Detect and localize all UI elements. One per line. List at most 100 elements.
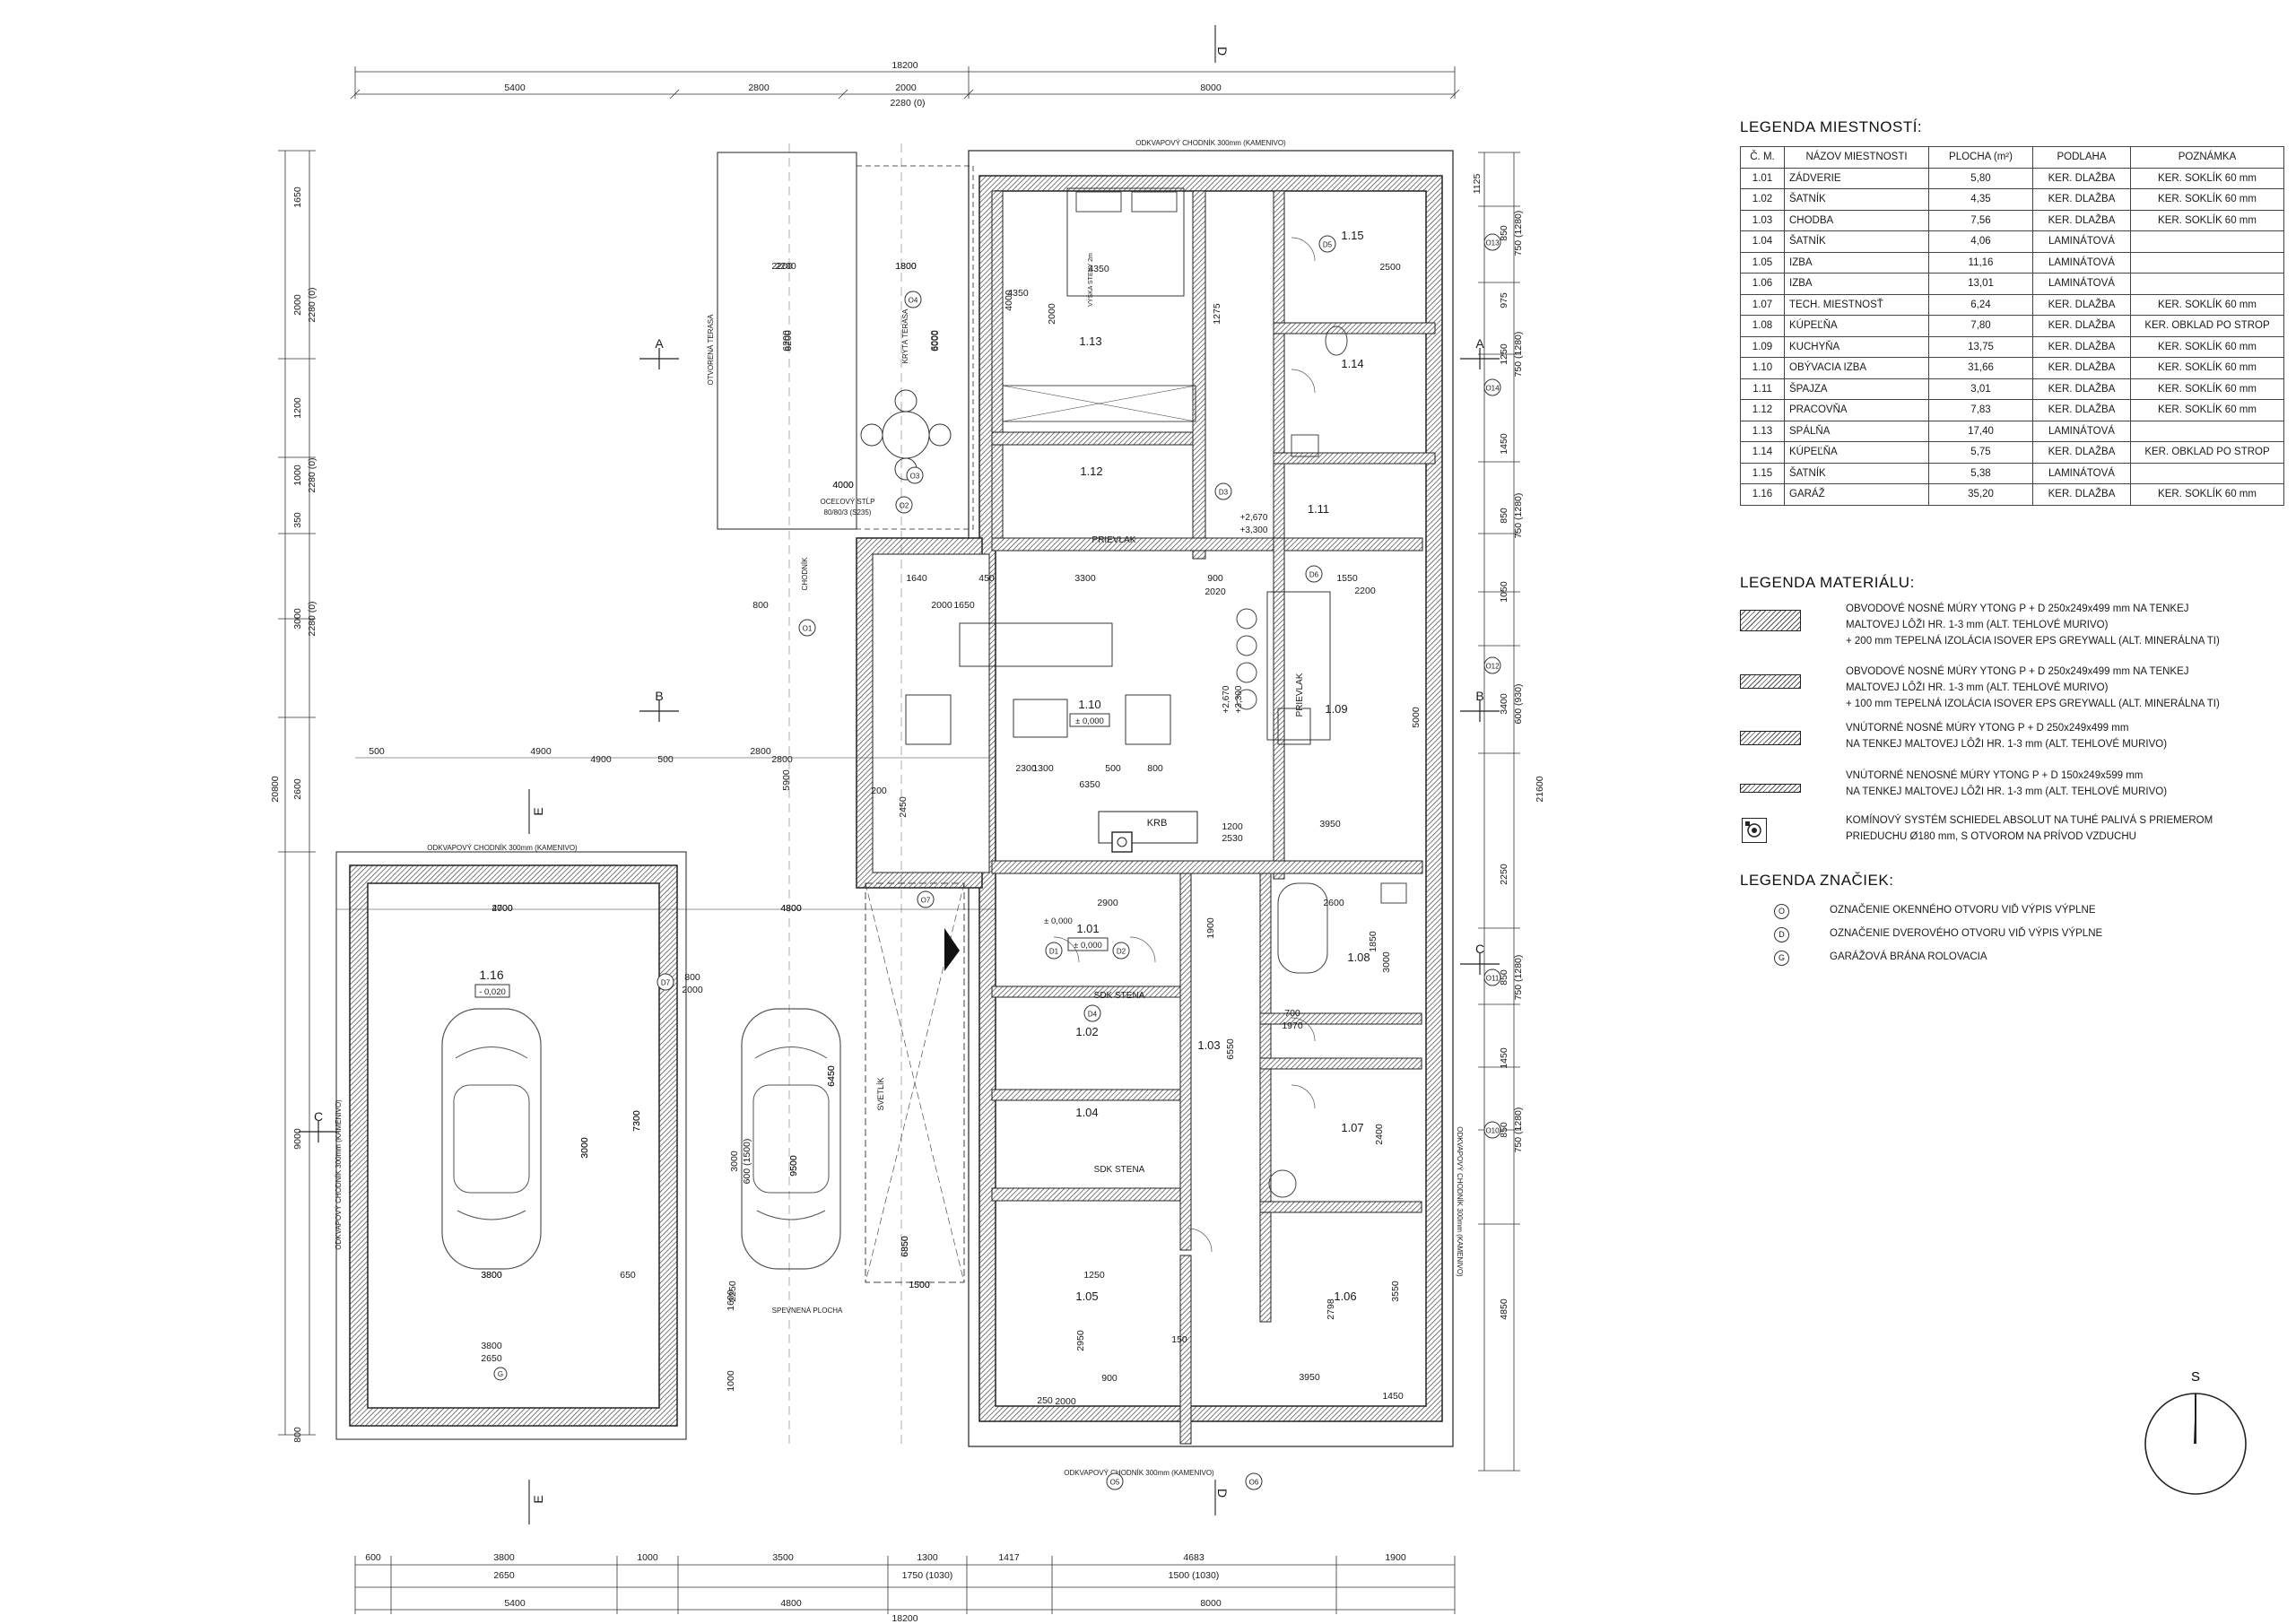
door-marker [657,973,674,991]
section-label: C [314,1109,323,1124]
dimension-text: 800 [752,600,769,611]
room-number: 1.01 [1076,922,1099,935]
door-marker [1045,942,1063,960]
dimension-text: 4800 [780,1598,802,1609]
dimension-text: 3800 [481,1341,502,1351]
dimension-text: 21600 [1535,776,1545,802]
garage-walkway [335,851,687,1440]
dimension-text: 4700 [491,903,513,914]
dimension-text: 6450 [826,1065,837,1087]
material-swatch [1740,610,1801,631]
dimension-text: 1750 (1030) [902,1570,953,1581]
dimension-text: 2300 [1015,763,1037,774]
door-swing [1129,936,1156,963]
window-marker [895,496,913,514]
room-legend-cell: TECH. MIESTNOSŤ [1784,293,1929,316]
sdk-label: SDK STENA [1094,991,1145,1001]
beam-label: PRIEVLAK [1295,673,1305,716]
dimension-text: 4350 [1007,288,1029,299]
interior-wall [991,431,1204,446]
room-legend-cell: 1.15 [1740,462,1785,484]
dimension-text: 6000 [929,330,940,352]
dimension-text: 1000 [292,465,303,486]
window-marker-label: O7 [921,897,931,905]
room-legend-cell: KER. DLAŽBA [2032,188,2131,211]
window-marker-label: O10 [1485,1127,1500,1135]
dimension-text: 3800 [493,1552,515,1563]
dimension-text: 9500 [788,1155,799,1177]
room-number: 1.09 [1325,702,1347,716]
dimension-text: 500 [1105,763,1121,774]
dimension-text: 6200 [783,330,794,352]
dimension-text: 800 [684,972,700,983]
interior-wall [1179,1255,1192,1445]
room-legend-cell: KER. SOKLÍK 60 mm [2130,188,2284,211]
bar-stool [1236,662,1257,683]
gate-marker-label: G [498,1370,503,1378]
door-marker-label: D3 [1219,489,1229,497]
dimension-text: 1650 [292,187,303,208]
dimension-text: 1450 [1499,433,1509,455]
dimension-text: 2200 [771,261,793,272]
interior-wall [1192,190,1206,560]
dimension-text: 2530 [1222,833,1243,844]
car-rear [756,1210,826,1220]
door-marker [1318,235,1336,253]
dimension-text: 6000 [930,330,941,352]
dimension-text: 2000 [1047,303,1057,325]
dimension-text: 2280 (0) [307,287,317,322]
room-number: 1.07 [1341,1121,1363,1134]
room-legend-cell: 7,56 [1928,209,2033,231]
room-legend-cell: KÚPEĽŇA [1784,315,1929,337]
room-legend-cell: 1.07 [1740,293,1785,316]
section-label: E [531,1495,545,1503]
room-level: ± 0,000 [1074,941,1102,951]
dimension-text: 5400 [504,1598,526,1609]
interior-wall [1179,873,1192,1251]
sdk-label: SDK STENA [1094,1165,1145,1175]
room-legend-header: PLOCHA (m²) [1928,146,2033,169]
dimension-text: 1050 [1499,581,1509,603]
room-legend-cell: 13,75 [1928,335,2033,358]
window-marker [906,466,924,484]
room-legend-cell: KER. SOKLÍK 60 mm [2130,293,2284,316]
room-legend-cell: KER. SOKLÍK 60 mm [2130,399,2284,421]
window-marker [1245,1472,1263,1490]
dimension-text: 850 [1499,969,1509,986]
symbol-description: GARÁŽOVÁ BRÁNA ROLOVACIA [1830,951,1987,962]
dimension-text: 2600 [1323,898,1344,908]
dimension-text: 2000 [682,985,703,995]
dimension-text: 2650 [493,1570,515,1581]
room-legend-cell [2130,273,2284,295]
room-legend-cell: 1.13 [1740,420,1785,442]
window-marker-label: O6 [1249,1479,1259,1487]
dimension-text: 800 [1147,763,1163,774]
room-legend-cell: 5,38 [1928,462,2033,484]
room-legend-cell: KER. SOKLÍK 60 mm [2130,335,2284,358]
dimension-text: 3800 [481,1270,502,1281]
window-marker [1483,1121,1501,1139]
room-legend-cell: LAMINÁTOVÁ [2032,462,2131,484]
wardrobe [1002,385,1196,422]
terrace-chair [928,423,952,447]
terrace-label: OTVORENÁ TERASA [707,314,715,386]
dimension-text: 3000 [579,1137,590,1159]
cooktop [1277,708,1311,745]
door-marker-label: D7 [661,979,671,987]
dimension-text: 900 [1207,573,1223,584]
room-legend-cell: 1.05 [1740,251,1785,274]
level-box [474,984,510,998]
dimension-text: 2950 [1075,1330,1086,1351]
dimension-text: 200 [871,786,887,796]
room-legend-cell: 1.16 [1740,483,1785,506]
dimension-text: 6450 [826,1065,837,1087]
walkway-label: ODKVAPOVÝ CHODNÍK 300mm (KAMENIVO) [1456,1126,1464,1277]
room-number: 1.05 [1075,1290,1098,1303]
room-legend-cell: KER. DLAŽBA [2032,315,2131,337]
dimension-text: 3000 [729,1151,740,1172]
room-legend-cell: 31,66 [1928,357,2033,379]
